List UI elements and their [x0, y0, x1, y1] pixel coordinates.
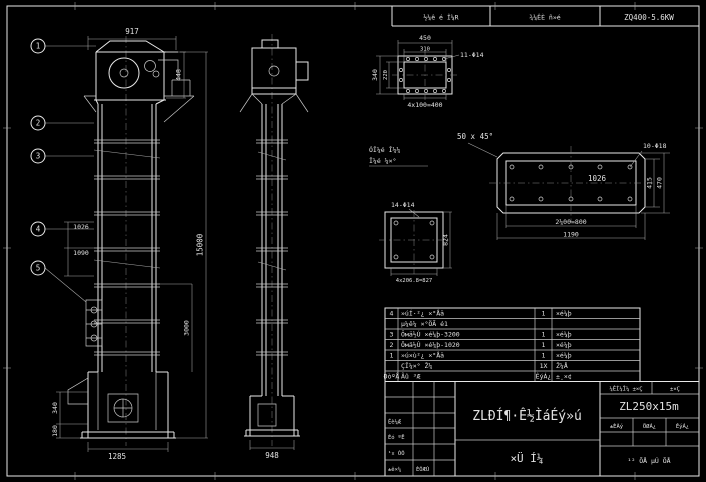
dim-section-height: 3000 — [183, 320, 191, 336]
plate-bolt-holes — [393, 220, 435, 260]
dim-casing-outer-height: 470 — [656, 177, 664, 189]
dim-total-height: 15000 — [196, 233, 205, 256]
sig-row-2: Éó ºË — [388, 433, 405, 441]
dim-head-height: 448 — [175, 69, 183, 81]
dim-plate-bolt-spacing: 4x206.8=827 — [396, 278, 432, 284]
casing-section-detail: 1026 10-Φ18 415 470 2¼00=800 1190 ÓÎ¼é Î… — [369, 142, 670, 240]
bom-cell: 3 — [390, 331, 394, 339]
bom-cell: ×é¼þ — [556, 331, 572, 339]
dim-spacing-a: 1026 — [73, 223, 89, 231]
dim-spacing-b: 1090 — [73, 249, 89, 257]
callout-4: 4 — [36, 225, 41, 234]
callout-1: 1 — [36, 42, 41, 51]
title-block: Éè¼Æ Éó ºË ¹¤ ÒÕ ±ê×¼ ÈÕÆÚ ZLÐÍ¶·Ê½ÌáÉý»… — [384, 381, 699, 476]
bom-cell: 1 — [390, 352, 394, 360]
bom-rows: 4 »úÍ·²¿ ×°Åä 1 ×é¼þ µ¼ê¼ ×°ÖÃ é1 3 Öмä½… — [384, 309, 572, 381]
callout-2: 2 — [36, 119, 41, 128]
top-table-cell-2: ¾¼ÊÈ ñ»é — [529, 13, 560, 22]
bom-cell: ×é¼þ — [556, 310, 572, 318]
dim-side-base-width: 948 — [265, 451, 279, 460]
info-scale-label: ±ÈÀý — [610, 422, 624, 430]
flange-bolt-holes — [399, 57, 451, 93]
bom-cell: Ž¼Å — [556, 361, 568, 370]
dim-flange-inner-width: 310 — [420, 47, 430, 53]
bom-cell: Öмä½Ú ×é¼þ-3200 — [401, 330, 460, 339]
info-qty-label: ÊýÁ¿ — [676, 422, 689, 430]
bom-cell: 2 — [390, 341, 394, 349]
bom-cell: ×é¼þ — [556, 352, 572, 360]
dim-flange-inner-height: 220 — [383, 70, 389, 80]
front-view: 917 448 15000 3000 1026 1090 340 180 128… — [30, 27, 208, 461]
plate-hole-leader: 14-Φ14 — [391, 201, 415, 209]
bom-cell: 1 — [542, 341, 546, 349]
dim-flange-outer-width: 450 — [419, 34, 431, 42]
top-reference-table: ½¼ê é Î¼R ¾¼ÊÈ ñ»é ZQ400-5.6KW — [391, 6, 699, 27]
bom-cell: Öмä½Ú ×é¼þ-1020 — [401, 340, 460, 349]
motor-spec-label: ZQ400-5.6KW — [624, 13, 674, 22]
bom-cell: 1X — [540, 362, 548, 370]
chamfer-note-text: 50 x 45° — [457, 132, 493, 141]
bom-cell: Ãû ³Æ — [401, 372, 421, 381]
side-view: 948 — [239, 34, 309, 460]
bom-cell: 1 — [542, 331, 546, 339]
bom-cell: µ¼ê¼ ×°ÖÃ é1 — [401, 319, 448, 328]
callout-balloons: 1 2 3 4 5 — [30, 38, 96, 303]
title-top-note-a: ¼ÊÍ¼Î¼ ±×Ç — [609, 385, 642, 393]
casing-note-line-1: ÓÎ¼é Î¼¼ — [369, 145, 400, 154]
callout-5: 5 — [36, 264, 41, 273]
bom-cell: ×é¼þ — [556, 341, 572, 349]
dim-casing-outer-length: 1190 — [563, 231, 579, 239]
sig-row-3: ¹¤ ÒÕ — [388, 450, 405, 457]
bom-cell: ÐòºÅ — [384, 372, 400, 381]
bom-cell: ±¸×¢ — [556, 373, 572, 381]
sig-row-1: Éè¼Æ — [388, 418, 402, 426]
sig-date-label: ÈÕÆÚ — [416, 465, 429, 473]
sheet-count-note: ¹² ÕÅ µÚ ÕÅ — [627, 456, 670, 465]
casing-hole-leader: 10-Φ18 — [643, 142, 667, 150]
callout-3: 3 — [36, 152, 41, 161]
dim-plate-height: 824 — [442, 234, 450, 246]
bom-cell: 4 — [390, 310, 394, 318]
drawing-title: ZLÐÍ¶·Ê½ÌáÉý»ú — [472, 408, 582, 424]
dim-flange-outer-height: 340 — [371, 69, 379, 81]
bom-cell: »úÍ·²¿ ×°Åä — [401, 309, 444, 318]
dim-boot-b: 180 — [51, 425, 59, 437]
bom-cell: 1 — [542, 352, 546, 360]
top-table-cell-1: ½¼ê é Î¼R — [423, 13, 458, 22]
model-number: ZL250x15m — [619, 400, 679, 413]
dim-casing-inner-length: 1026 — [588, 174, 607, 183]
bom-cell: »ú×ù²¿ ×°Åä — [401, 351, 444, 360]
sig-row-4: ±ê×¼ — [388, 466, 401, 473]
bom-cell: 1 — [542, 310, 546, 318]
bom-cell: ÇÎ¼×° Ž¼ — [401, 361, 432, 370]
dim-head-width: 917 — [125, 27, 139, 36]
chamfer-note: 50 x 45° — [457, 132, 498, 158]
sheet-type-label: ×Ü Í¼ — [510, 452, 543, 465]
dim-casing-bolt-spacing: 2¼00=800 — [555, 218, 586, 226]
drawing-frame — [3, 2, 703, 480]
bom-table: 4 »úÍ·²¿ ×°Åä 1 ×é¼þ µ¼ê¼ ×°ÖÃ é1 3 Öмä½… — [384, 307, 641, 382]
title-top-note-b: ±×Ç — [670, 387, 680, 393]
bom-cell: ÊýÁ¿ — [536, 372, 552, 381]
flange-hole-leader: 11-Φ14 — [460, 51, 484, 59]
dim-base-width: 1285 — [108, 452, 126, 461]
casing-note-line-2: Î¼é ¼×° — [369, 156, 396, 165]
dim-boot-a: 340 — [51, 402, 59, 414]
flange-detail: 450 310 340 220 4x100=400 11-Φ14 — [371, 34, 484, 109]
dim-flange-bolt-spacing: 4x100=400 — [407, 101, 442, 109]
dim-casing-inner-height: 415 — [646, 177, 654, 189]
plate-detail: 14-Φ14 4x206.8=827 824 — [379, 201, 452, 284]
info-weight-label: ÖØÁ¿ — [643, 423, 656, 430]
